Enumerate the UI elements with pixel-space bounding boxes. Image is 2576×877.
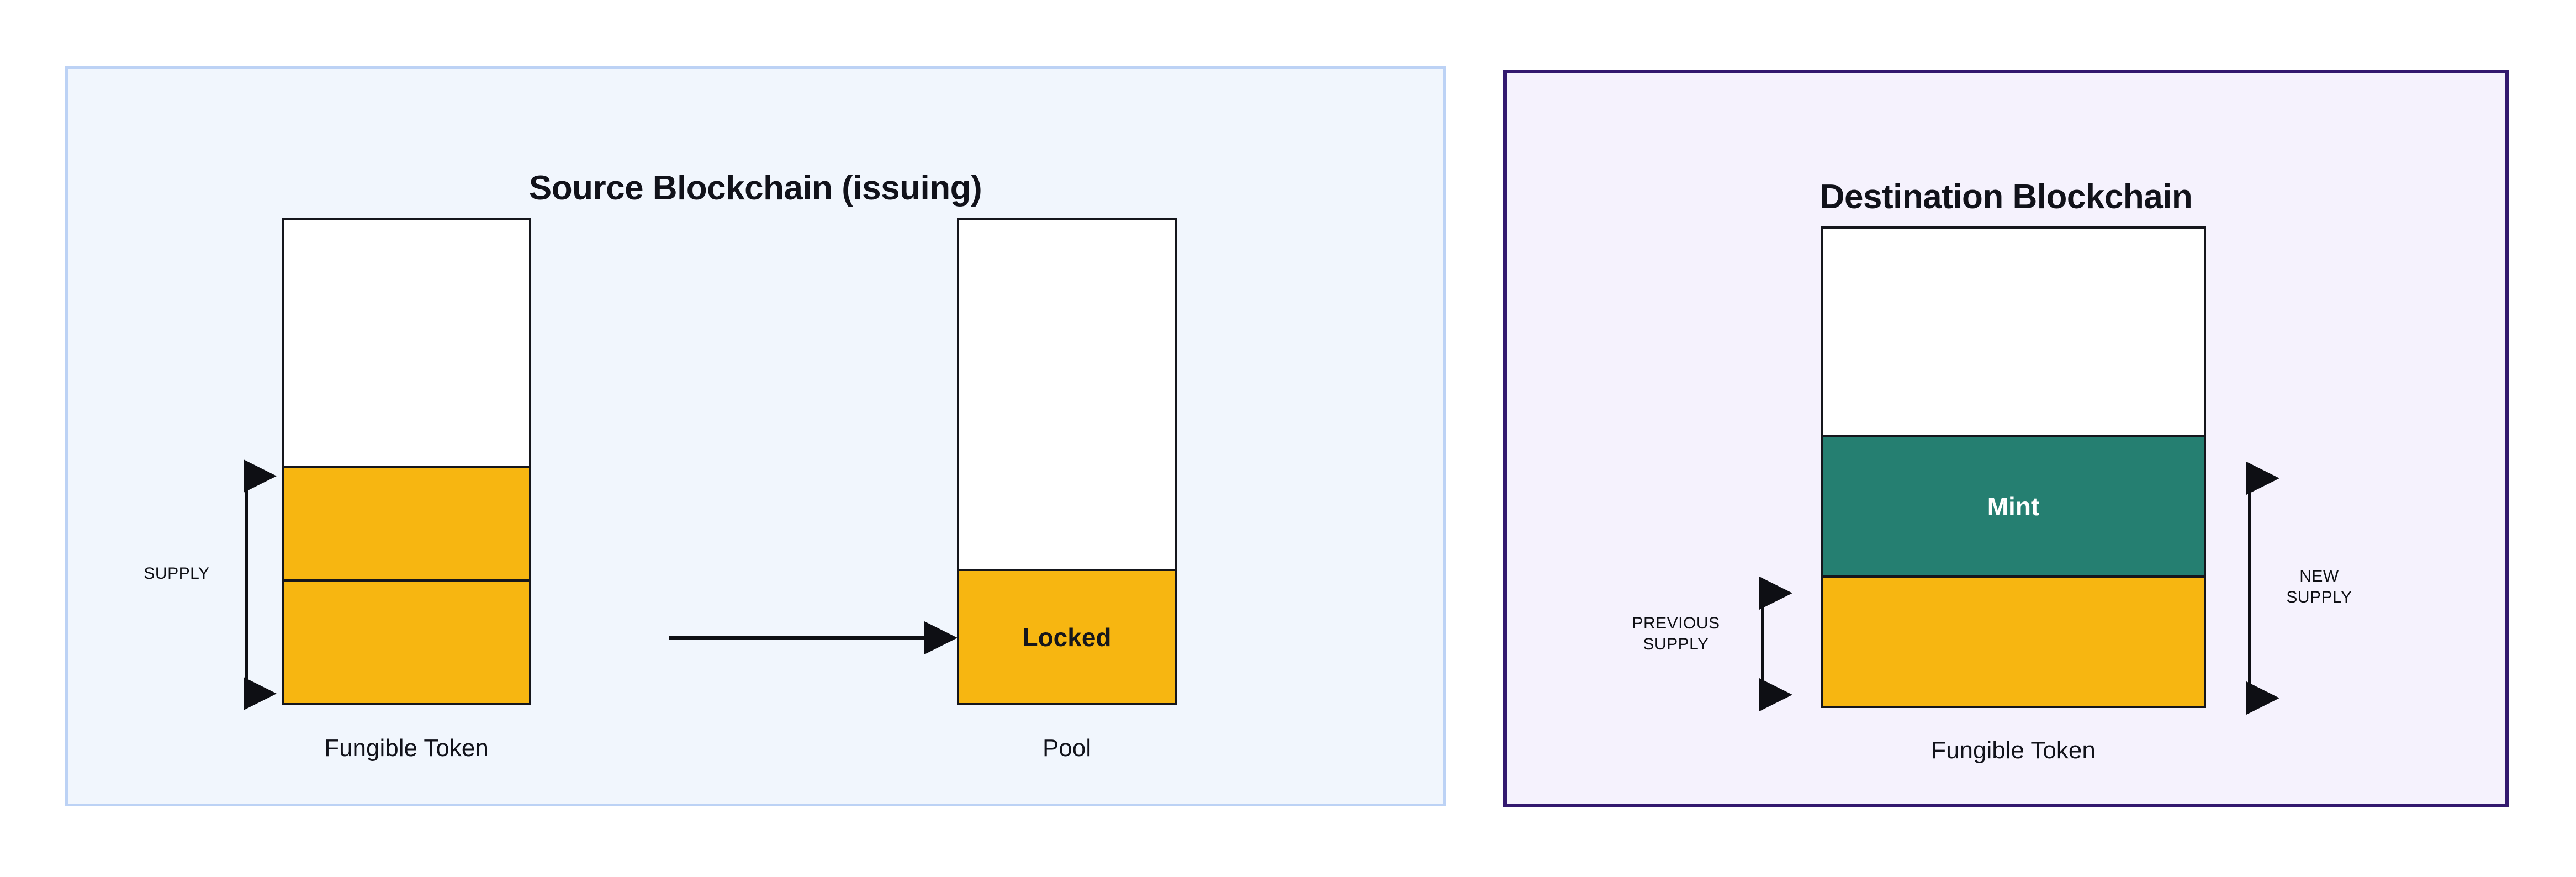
panel-source-blockchain: Source Blockchain (issuing) [65, 66, 1446, 806]
source-fungible-token-caption: Fungible Token [324, 735, 489, 762]
source-token-segment-supply-lower [284, 579, 529, 703]
destination-token-segment-mint: Mint [1823, 435, 2204, 575]
destination-token-segment-empty [1823, 229, 2204, 435]
source-pool-box: Locked [957, 218, 1177, 705]
source-pool-segment-locked: Locked [959, 569, 1175, 703]
destination-token-segment-previous-supply [1823, 575, 2204, 706]
source-fungible-token-box [282, 218, 531, 705]
source-supply-measure-label: SUPPLY [144, 564, 210, 583]
destination-new-supply-measure-label: NEW SUPPLY [2286, 567, 2352, 607]
source-pool-segment-empty [959, 220, 1175, 569]
destination-fungible-token-box: Mint [1821, 226, 2206, 708]
source-token-segment-empty [284, 220, 529, 466]
source-token-segment-supply-upper [284, 466, 529, 579]
panel-source-title: Source Blockchain (issuing) [528, 169, 982, 207]
destination-fungible-token-caption: Fungible Token [1931, 737, 2096, 764]
source-pool-caption: Pool [1042, 735, 1092, 762]
destination-previous-supply-measure-label: PREVIOUS SUPPLY [1632, 614, 1720, 654]
panel-destination-title: Destination Blockchain [1819, 178, 2193, 216]
